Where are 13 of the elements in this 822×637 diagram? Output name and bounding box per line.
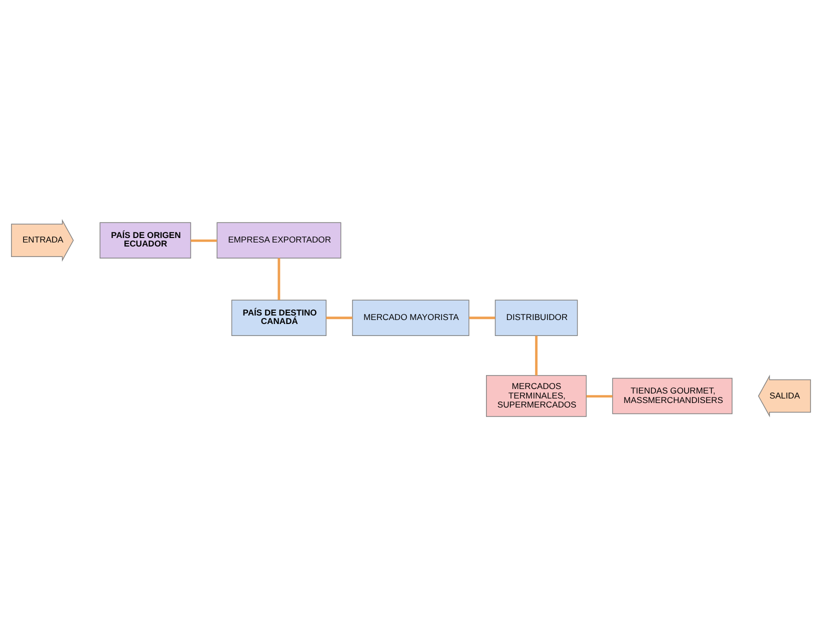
node-box: TIENDAS GOURMET, MASSMERCHANDISERS bbox=[612, 378, 732, 414]
node-box: EMPRESA EXPORTADOR bbox=[216, 222, 342, 258]
node-box: PAÍS DE DESTINO CANADÁ bbox=[231, 300, 326, 336]
node-box: MERCADOS TERMINALES, SUPERMERCADOS bbox=[486, 375, 587, 417]
connector bbox=[469, 316, 496, 320]
node-box: PAÍS DE ORIGEN ECUADOR bbox=[100, 222, 192, 258]
connector bbox=[535, 336, 538, 376]
connector bbox=[326, 316, 352, 320]
node-box: DISTRIBUIDOR bbox=[494, 300, 578, 336]
node-box: MERCADO MAYORISTA bbox=[352, 300, 470, 336]
connector bbox=[586, 395, 612, 398]
connector bbox=[278, 258, 280, 300]
connector bbox=[190, 239, 217, 242]
